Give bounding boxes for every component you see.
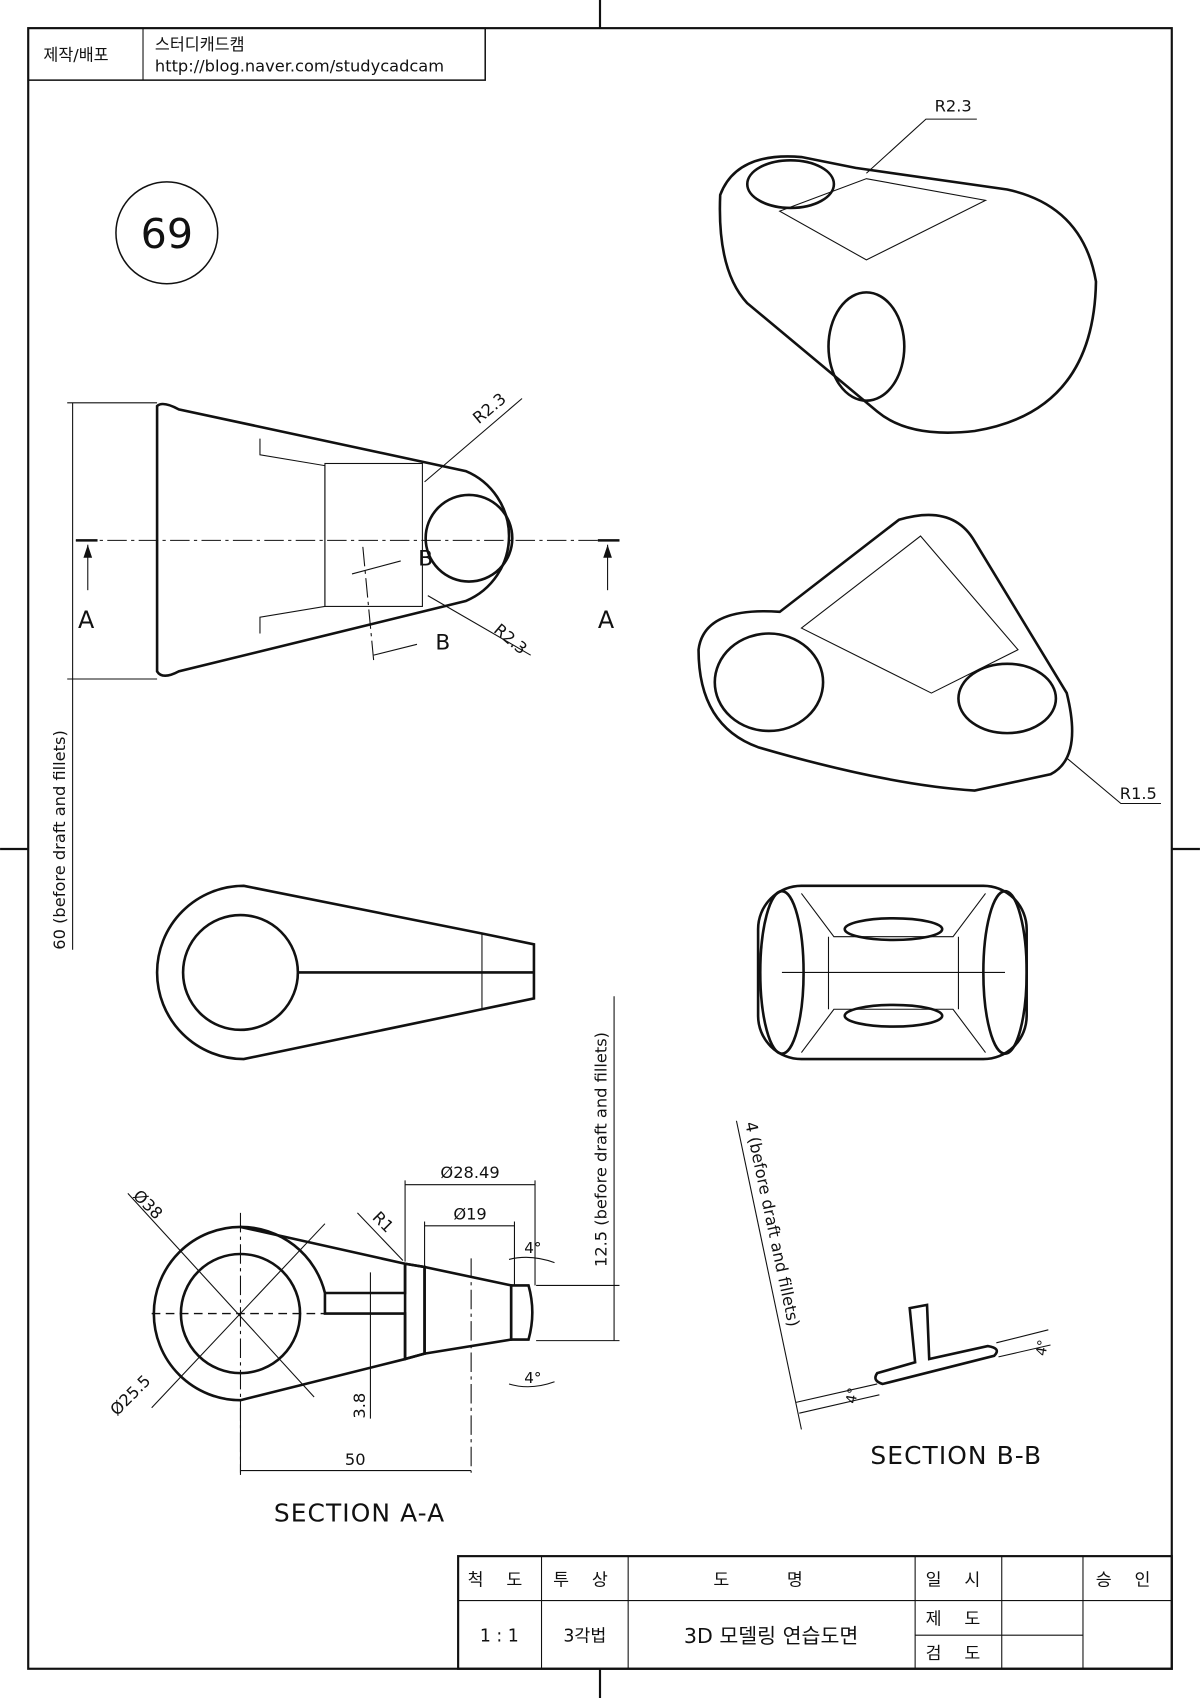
sheet-border xyxy=(27,27,1173,1670)
name-label: 도 명 xyxy=(713,1570,828,1590)
section-aa-title: SECTION A-A xyxy=(274,1498,445,1527)
length-50: 50 xyxy=(345,1450,366,1469)
web-thickness: 3.8 xyxy=(350,1393,369,1419)
dia-19: Ø19 xyxy=(453,1204,486,1223)
angle-top: 4° xyxy=(524,1239,541,1257)
header-block: 제작/배포 스터디캐드캠 http://blog.naver.com/study… xyxy=(27,27,486,81)
section-a-label-left: A xyxy=(78,606,95,634)
front-radius-bottom: R2.3 xyxy=(490,620,531,658)
section-a-label-right: A xyxy=(598,606,615,634)
angle-bottom: 4° xyxy=(524,1369,541,1387)
checked-label: 검 도 xyxy=(926,1644,989,1664)
drawing-number: 69 xyxy=(141,210,193,258)
section-aa-height-dim: 12.5 (before draft and fillets) xyxy=(591,1032,610,1267)
header-author: 스터디캐드캠 xyxy=(155,35,245,54)
iso-view-top: R2.3 xyxy=(718,97,1098,434)
angle-left: 4° xyxy=(844,1386,863,1405)
iso-top-radius: R2.3 xyxy=(935,97,972,116)
top-view xyxy=(155,884,536,1061)
header-url: http://blog.naver.com/studycadcam xyxy=(155,56,444,75)
iso-view-bottom: R1.5 xyxy=(697,513,1161,805)
header-label: 제작/배포 xyxy=(43,46,108,65)
section-bb-title: SECTION B-B xyxy=(870,1441,1042,1470)
fillet-r1: R1 xyxy=(369,1208,398,1237)
drafted-label: 제 도 xyxy=(926,1609,989,1629)
title-block: 척 도 투 상 도 명 일 시 승 인 1 : 1 3각법 3D 모델링 연습도… xyxy=(457,1555,1173,1670)
section-bb-thickness-dim: 4 (before draft and fillets) xyxy=(741,1120,803,1329)
drawing-name: 3D 모델링 연습도면 xyxy=(684,1624,858,1648)
projection-value: 3각법 xyxy=(563,1627,606,1647)
dia-25-5: Ø25.5 xyxy=(106,1371,154,1419)
side-view xyxy=(756,884,1028,1061)
iso-bottom-radius: R1.5 xyxy=(1120,784,1157,803)
projection-label: 투 상 xyxy=(553,1570,616,1590)
section-b-label-bottom: B xyxy=(435,631,450,656)
approve-label: 승 인 xyxy=(1096,1570,1159,1590)
front-radius-top: R2.3 xyxy=(469,389,510,427)
section-b-b: 4 (before draft and fillets) 4° 4° SECTI… xyxy=(735,1120,1053,1470)
scale-label: 척 도 xyxy=(468,1570,531,1590)
section-b-label-top: B xyxy=(418,546,433,571)
dia-28-49: Ø28.49 xyxy=(440,1163,499,1182)
front-height-dim: 60 (before draft and fillets) xyxy=(50,730,69,950)
scale-value: 1 : 1 xyxy=(480,1627,519,1647)
dia-38: Ø38 xyxy=(129,1186,166,1223)
section-a-a: Ø38 Ø25.5 Ø28.49 Ø19 R1 3.8 50 4° 4° 12.… xyxy=(106,996,620,1527)
drawing-number-circle xyxy=(115,181,219,285)
front-view: A A B B R2.3 R2.3 60 (before draft and f… xyxy=(50,389,620,950)
date-label: 일 시 xyxy=(926,1570,989,1590)
angle-right: 4° xyxy=(1034,1339,1053,1358)
